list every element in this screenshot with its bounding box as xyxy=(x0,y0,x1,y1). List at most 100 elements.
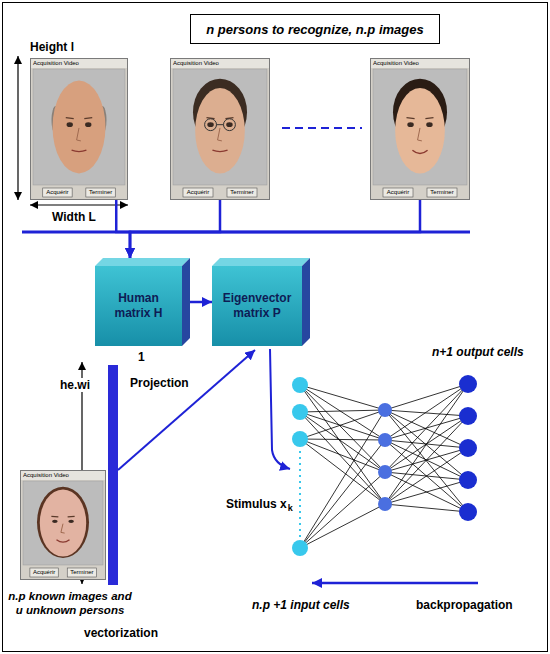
video-window: Acquisition VideoAcquérir Terminer xyxy=(370,58,470,200)
video-window: Acquisition VideoAcquérir Terminer xyxy=(20,470,106,580)
video-area xyxy=(173,69,267,185)
block-front-face xyxy=(95,266,182,346)
window-title-bar xyxy=(371,59,469,68)
eye xyxy=(426,122,432,127)
face-photo xyxy=(193,79,247,174)
eyebrow xyxy=(66,117,74,119)
block-front-face xyxy=(212,266,302,346)
window-title-bar xyxy=(31,59,127,68)
arrow-label: Projection xyxy=(130,376,189,390)
matrix-block: Eigenvector matrix P xyxy=(212,258,310,346)
eyebrow xyxy=(84,117,92,119)
output-cell xyxy=(459,471,477,489)
output-cells xyxy=(459,375,477,521)
window-button xyxy=(43,188,72,197)
window-frame xyxy=(31,59,128,200)
flow-connector xyxy=(190,301,212,304)
nose xyxy=(218,128,222,141)
window-button xyxy=(183,188,213,197)
arrow-label: backpropagation xyxy=(416,598,513,612)
hidden-cell xyxy=(378,497,392,511)
window-illustration xyxy=(170,58,270,200)
window-button xyxy=(30,568,58,577)
window-title: Acquisition Video xyxy=(23,471,69,480)
button-label: Terminer xyxy=(430,188,453,197)
input-cell xyxy=(292,540,308,556)
input-hidden-weights xyxy=(300,385,385,548)
hidden-cell xyxy=(378,433,392,447)
button-label: Acquérir xyxy=(187,188,209,197)
layer-label: n.p +1 input cells xyxy=(252,598,350,612)
window-frame xyxy=(371,59,470,200)
eyebrow xyxy=(425,117,433,119)
eye xyxy=(52,520,58,523)
block-side-face xyxy=(182,258,190,346)
window-title: Acquisition Video xyxy=(33,59,79,68)
window-illustration xyxy=(30,58,128,200)
eye xyxy=(226,122,232,127)
arrow-label: vectorization xyxy=(84,626,158,640)
eyebrow xyxy=(51,516,58,518)
input-cell xyxy=(292,431,308,447)
image-vector-bar xyxy=(108,365,118,585)
caption-label: n.p known images and u unknown persons xyxy=(4,590,136,618)
outer-frame xyxy=(3,3,548,652)
video-window: Acquisition VideoAcquérir Terminer xyxy=(170,58,270,200)
dimension-label: Width L xyxy=(52,210,96,224)
dimension-label: he.wi xyxy=(58,378,92,392)
arrow-label: Stimulus x xyxy=(226,497,287,511)
face-photo xyxy=(37,487,89,558)
eyebrow xyxy=(407,117,415,119)
video-area xyxy=(373,69,467,185)
heading-box: n persons to recognize, n.p images xyxy=(190,14,440,44)
width-dimension-arrow xyxy=(30,204,128,205)
eye xyxy=(67,122,73,127)
layer-label: n+1 output cells xyxy=(432,345,524,359)
eyebrow xyxy=(68,516,75,518)
button-label: Terminer xyxy=(89,188,112,197)
face xyxy=(195,88,245,173)
window-title: Acquisition Video xyxy=(173,59,219,68)
mouth xyxy=(56,540,69,542)
subscript-label: k xyxy=(288,503,293,514)
block-top-face xyxy=(212,258,310,266)
window-title: Acquisition Video xyxy=(373,59,419,68)
nose xyxy=(77,128,81,141)
eye xyxy=(207,122,213,127)
nose xyxy=(61,524,65,533)
window-button xyxy=(86,188,115,197)
video-area xyxy=(23,481,103,565)
glasses xyxy=(205,119,217,131)
input-cell xyxy=(292,404,308,420)
matrix-block: Human matrix H xyxy=(95,258,190,346)
button-label: Terminer xyxy=(70,568,93,577)
button-label: Acquérir xyxy=(33,568,55,577)
button-label: Terminer xyxy=(230,188,253,197)
window-frame xyxy=(21,471,106,580)
face xyxy=(395,88,445,173)
face xyxy=(40,489,86,556)
block-top-face xyxy=(95,258,190,266)
hidden-output-weights xyxy=(385,384,468,512)
input-ellipsis xyxy=(299,451,301,537)
output-cell xyxy=(459,375,477,393)
output-cell xyxy=(459,407,477,425)
window-button xyxy=(67,568,96,577)
hidden-cell xyxy=(378,403,392,417)
window-frame xyxy=(171,59,270,200)
ellipsis-dash xyxy=(282,127,362,129)
dimension-label: Height l xyxy=(30,40,74,54)
block-side-face xyxy=(302,258,310,346)
index-label: 1 xyxy=(138,350,145,364)
button-label: Acquérir xyxy=(387,188,409,197)
input-cell xyxy=(292,377,308,393)
window-button xyxy=(227,188,257,197)
window-title-bar xyxy=(21,471,105,480)
flow-connector xyxy=(130,200,420,258)
window-button xyxy=(427,188,457,197)
video-area xyxy=(33,69,125,185)
eye xyxy=(85,122,91,127)
window-illustration xyxy=(370,58,470,200)
projection-arrow xyxy=(118,350,255,470)
height-dimension-arrow xyxy=(17,56,18,200)
